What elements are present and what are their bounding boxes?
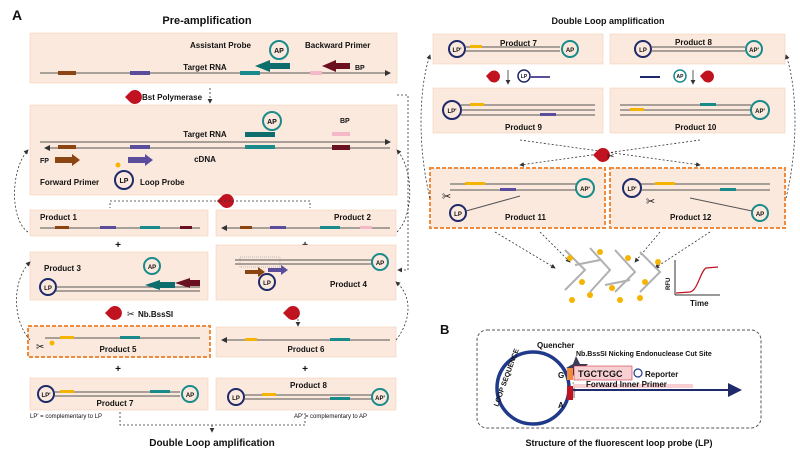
product-2-box: Product 2 <box>215 209 397 237</box>
svg-text:Product 7: Product 7 <box>500 39 537 48</box>
svg-text:LP: LP <box>263 281 271 287</box>
svg-text:A: A <box>558 401 564 410</box>
svg-text:Product 11: Product 11 <box>505 213 546 222</box>
svg-text:Target RNA: Target RNA <box>183 63 227 72</box>
svg-text:Product 9: Product 9 <box>505 123 542 132</box>
svg-text:Nb.BssSI: Nb.BssSI <box>138 310 173 319</box>
svg-text:LP: LP <box>120 178 129 185</box>
svg-text:LP: LP <box>232 396 240 402</box>
svg-text:Product 6: Product 6 <box>288 345 325 354</box>
product-11-box: AP' ✂ LP Product 11 <box>429 167 606 229</box>
product-6-box: Product 6 <box>215 326 397 358</box>
svg-text:Nb.BssSI Nicking Endonuclease: Nb.BssSI Nicking Endonuclease Cut Site <box>576 351 712 358</box>
svg-text:Product 12: Product 12 <box>670 213 712 222</box>
svg-text:Time: Time <box>690 299 709 308</box>
svg-text:✂: ✂ <box>127 309 135 319</box>
svg-text:cDNA: cDNA <box>194 155 216 164</box>
svg-text:AP: AP <box>274 48 284 55</box>
svg-text:AP: AP <box>376 261 384 267</box>
svg-text:TGCTCGC: TGCTCGC <box>578 369 623 379</box>
svg-text:BP: BP <box>355 65 365 72</box>
panel-a-label: A <box>12 7 22 23</box>
svg-text:Product 8: Product 8 <box>675 38 712 47</box>
bst-polymerase-step: Bst Polymerase <box>125 88 213 105</box>
svg-text:Reporter: Reporter <box>645 370 678 379</box>
product-3-box: Product 3 LP AP <box>29 251 209 301</box>
product-5-box: Product 5 ✂ <box>27 325 211 358</box>
product-4-box: Product 4 LP AP <box>215 244 397 301</box>
right-product-8-box: Product 8 LP AP' <box>609 33 786 65</box>
rfu-curve-chart: RFU Time <box>666 260 720 308</box>
product-10-box: AP' Product 10 <box>609 87 786 134</box>
svg-text:G: G <box>558 371 564 380</box>
svg-text:RFU: RFU <box>666 278 672 290</box>
svg-text:LP': LP' <box>447 109 457 115</box>
svg-text:LP': LP' <box>627 187 637 193</box>
svg-text:Backward Primer: Backward Primer <box>305 41 370 50</box>
svg-text:Quencher: Quencher <box>537 341 574 350</box>
svg-text:Forward Primer: Forward Primer <box>40 178 99 187</box>
svg-text:AP: AP <box>186 393 194 399</box>
product-12-box: LP' ✂ AP Product 12 <box>609 167 786 229</box>
svg-text:LP: LP <box>639 48 647 54</box>
product-7-box: LP' AP Product 7 <box>29 377 209 411</box>
svg-text:AP: AP <box>566 48 574 54</box>
svg-text:Product 3: Product 3 <box>44 264 81 273</box>
svg-text:AP': AP' <box>375 396 385 402</box>
product-9-box: LP' Product 9 <box>432 87 604 134</box>
svg-text:Forward Inner Primer: Forward Inner Primer <box>586 380 667 389</box>
loop-probe-structure: LOOP SEQUENCE Quencher Nb.BssSI Nicking … <box>476 329 762 429</box>
svg-text:AP': AP' <box>580 187 590 193</box>
svg-text:Product 8: Product 8 <box>290 381 327 390</box>
svg-text:✂: ✂ <box>646 196 655 208</box>
svg-text:AP: AP <box>148 265 156 271</box>
svg-text:AP: AP <box>267 119 277 126</box>
cdna-box: AP BP Target RNA FP cDNA Forward Primer … <box>29 104 398 196</box>
svg-text:LP: LP <box>521 74 528 80</box>
svg-text:Product 10: Product 10 <box>675 123 717 132</box>
svg-text:LP: LP <box>454 212 462 218</box>
free-fluorophores <box>567 249 661 303</box>
svg-text:FP: FP <box>40 158 49 165</box>
svg-text:Assistant Probe: Assistant Probe <box>190 41 251 50</box>
product-8-box: Product 8 LP AP' <box>215 377 397 411</box>
svg-text:LP': LP' <box>41 393 51 399</box>
svg-text:+: + <box>302 364 308 375</box>
svg-text:AP': AP' <box>755 109 765 115</box>
svg-text:+: + <box>115 364 121 375</box>
note-ap: AP' = complementary to AP <box>294 414 367 420</box>
svg-text:+: + <box>115 240 121 251</box>
svg-text:Target RNA: Target RNA <box>183 130 227 139</box>
svg-text:AP: AP <box>756 212 764 218</box>
pre-amp-box: Assistant Probe Backward Primer AP BP Ta… <box>29 32 398 84</box>
product-1-box: Product 1 <box>29 209 209 237</box>
svg-text:✂: ✂ <box>36 342 44 353</box>
pre-amplification-title: Pre-amplification <box>162 15 252 27</box>
svg-text:Bst Polymerase: Bst Polymerase <box>142 93 203 102</box>
double-loop-title: Double Loop amplification <box>552 16 665 26</box>
svg-text:Product 1: Product 1 <box>40 213 77 222</box>
svg-text:Product 7: Product 7 <box>97 399 134 408</box>
svg-text:Product 2: Product 2 <box>334 213 371 222</box>
right-product-7-box: LP' Product 7 AP <box>432 33 604 65</box>
svg-text:AP': AP' <box>749 48 759 54</box>
svg-text:✂: ✂ <box>607 151 615 161</box>
panel-b-label: B <box>440 322 449 337</box>
double-loop-bottom-title: Double Loop amplification <box>149 438 275 449</box>
note-lp: LP' = complementary to LP <box>30 414 102 420</box>
svg-text:Loop Probe: Loop Probe <box>140 178 185 187</box>
svg-text:BP: BP <box>340 118 350 125</box>
svg-text:✂: ✂ <box>442 191 451 203</box>
svg-text:Product 4: Product 4 <box>330 280 367 289</box>
panel-b-caption: Structure of the fluorescent loop probe … <box>525 438 712 448</box>
svg-text:LP': LP' <box>452 48 462 54</box>
svg-text:AP: AP <box>677 74 685 80</box>
svg-text:Product 5: Product 5 <box>100 345 137 354</box>
svg-text:LP: LP <box>44 286 52 292</box>
